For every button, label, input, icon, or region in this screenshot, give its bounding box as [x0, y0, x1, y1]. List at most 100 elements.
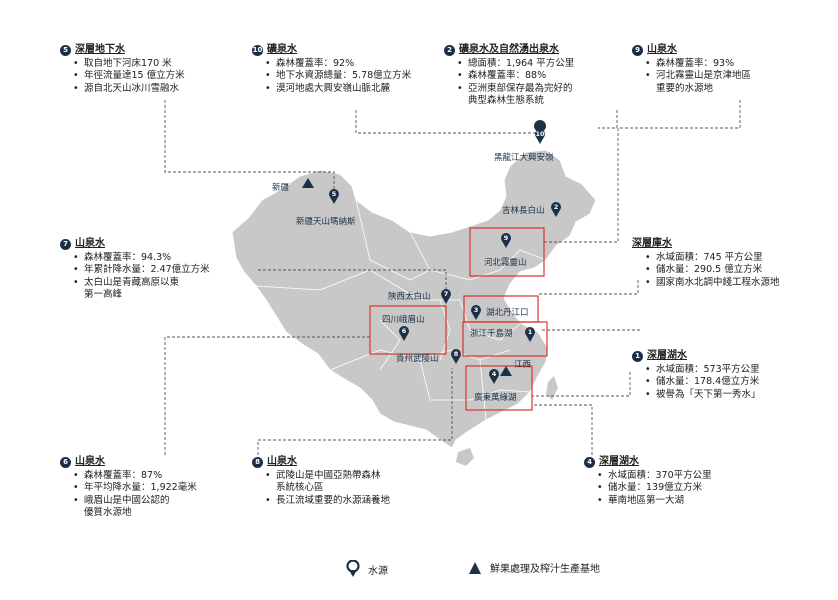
callout-title: 礦泉水: [267, 44, 297, 55]
processing-base-xinjiang: [302, 178, 314, 188]
callout-badge: 1: [632, 350, 643, 362]
callout-bullet: 水域面積：745 平方公里: [645, 252, 822, 265]
label-jiangxi: 江西: [514, 360, 531, 370]
callout-title: 深層地下水: [75, 44, 125, 55]
callout-bullet-cont: 典型森林生態系統: [468, 95, 545, 106]
pin-tianshan[interactable]: 5: [329, 189, 339, 204]
callout-title: 深層庫水: [632, 238, 672, 249]
callout-badge: 9: [632, 44, 643, 56]
callout-bullet: 地下水資源總量：5.78億立方米: [265, 70, 442, 83]
callout-bullet: 亞洲東部保存最為完好的: [457, 83, 614, 96]
callout-zhejiang: 1 深層湖水 水域面積：573平方公里 儲水量：178.4億立方米 被譽為「天下第…: [632, 350, 812, 401]
leader-hubei: [537, 280, 639, 295]
callout-bullet: 森林覆蓋率：87%: [73, 470, 240, 483]
callout-hubei: 深層庫水 水域面積：745 平方公里 儲水量：290.5 億立方米 國家南水北調…: [632, 238, 822, 289]
callout-bullet: 森林覆蓋率：94.3%: [73, 252, 250, 265]
callout-title: 礦泉水及自然湧出泉水: [459, 44, 559, 55]
pin-tianshan-number: 5: [332, 190, 337, 198]
pin-heilongjiang[interactable]: 10: [534, 120, 547, 144]
pin-sichuan[interactable]: 6: [399, 326, 409, 341]
callout-bullet-cont: 重要的水源地: [656, 82, 714, 94]
callout-title: 深層湖水: [599, 456, 639, 467]
leader-sichuan: [164, 336, 370, 455]
pin-sichuan-number: 6: [402, 327, 407, 335]
label-zhejiang: 浙江千島湖: [470, 328, 513, 339]
leader-guizhou: [257, 368, 453, 455]
leader-jilin: [598, 110, 618, 129]
callout-bullet: 水域面積：370平方公里: [597, 470, 764, 483]
highlight-boxes: [369, 227, 548, 411]
leader-guangdong: [532, 372, 631, 397]
pin-zhejiang[interactable]: 1: [525, 327, 535, 342]
callout-badge: 4: [584, 456, 595, 468]
callout-shaanxi: 7 山泉水 森林覆蓋率：94.3% 年累計降水量：2.47億立方米 太白山是青藏高…: [60, 238, 250, 302]
callout-bullet-cont: 系統核心區: [276, 482, 324, 493]
callout-bullet: 長江流域重要的水源涵養地: [265, 495, 442, 508]
callout-bullet: 總面積：1,964 平方公里: [457, 58, 614, 71]
callout-bullet: 年累計降水量：2.47億立方米: [73, 264, 250, 277]
callout-title: 深層湖水: [647, 350, 687, 361]
label-xinjiang: 新疆: [272, 182, 290, 193]
callout-bullet: 漠河地處大興安嶺山脈北麓: [265, 83, 442, 96]
callout-badge: 8: [252, 456, 263, 468]
callout-title: 山泉水: [75, 456, 105, 467]
pin-heilongjiang-number: 10: [535, 130, 545, 138]
callout-bullet: 取自地下河床170 米: [73, 58, 240, 71]
callout-bullet: 儲水量：139億立方米: [597, 482, 764, 495]
highlight-zhejiang: [462, 321, 548, 357]
callout-bullet: 河北霧靈山是京津地區: [645, 70, 802, 83]
leader-hebei: [544, 100, 741, 243]
pin-jilin-number: 2: [554, 203, 559, 211]
callout-bullet-cont: 優質水源地: [84, 507, 132, 518]
pin-jilin[interactable]: 2: [551, 202, 561, 217]
legend-water-source: 水源: [346, 560, 388, 578]
callout-title: 山泉水: [75, 238, 105, 249]
callout-badge: 7: [60, 238, 71, 250]
processing-base-jiangxi: [500, 366, 512, 376]
pin-guizhou-number: 8: [454, 350, 459, 358]
callout-title: 山泉水: [647, 44, 677, 55]
callout-bullet: 年平均降水量：1,922毫米: [73, 482, 240, 495]
legend-processing-base-label: 鮮果處理及榨汁生產基地: [490, 564, 600, 575]
callout-bullet: 水域面積：573平方公里: [645, 364, 812, 377]
leader-heilongjiang: [355, 110, 541, 140]
label-guangdong: 廣東萬綠湖: [474, 392, 517, 403]
callout-bullet: 被譽為「天下第一秀水」: [645, 389, 812, 402]
label-sichuan: 四川峨眉山: [382, 314, 425, 325]
callout-bullet: 峨眉山是中國公認的: [73, 495, 240, 508]
label-heilongjiang: 黑龍江大興安嶺: [494, 152, 554, 163]
pin-guizhou[interactable]: 8: [451, 349, 461, 364]
pin-hebei[interactable]: 9: [501, 233, 511, 248]
pin-hubei-number: 3: [474, 306, 479, 314]
pin-shaanxi-number: 7: [444, 290, 449, 298]
triangle-icon: [469, 561, 481, 574]
callout-badge: 2: [444, 44, 455, 56]
callout-bullet: 年徑流量達15 億立方米: [73, 70, 240, 83]
highlight-hebei: [469, 227, 545, 277]
callout-badge: 6: [60, 456, 71, 468]
pin-guangdong[interactable]: 4: [489, 369, 499, 384]
callout-bullet: 儲水量：178.4億立方米: [645, 376, 812, 389]
label-jilin: 吉林長白山: [502, 205, 545, 216]
label-tianshan: 新疆天山瑪納斯: [296, 216, 356, 227]
callout-bullet: 森林覆蓋率：88%: [457, 70, 614, 83]
pin-shaanxi[interactable]: 7: [441, 289, 451, 304]
leader-guangdong-br: [532, 404, 593, 455]
highlight-sichuan: [369, 305, 447, 355]
pin-zhejiang-number: 1: [528, 328, 533, 336]
label-hubei: 湖北丹江口: [486, 308, 529, 318]
leader-tianshan: [164, 100, 335, 195]
highlight-guangdong: [465, 365, 533, 411]
pin-hebei-number: 9: [504, 234, 509, 242]
pin-hubei[interactable]: 3: [471, 305, 481, 320]
taiwan-island: [546, 376, 558, 400]
legend-processing-base: 鮮果處理及榨汁生產基地: [468, 560, 600, 575]
callout-bullet: 太白山是青藏高原以東: [73, 277, 250, 290]
